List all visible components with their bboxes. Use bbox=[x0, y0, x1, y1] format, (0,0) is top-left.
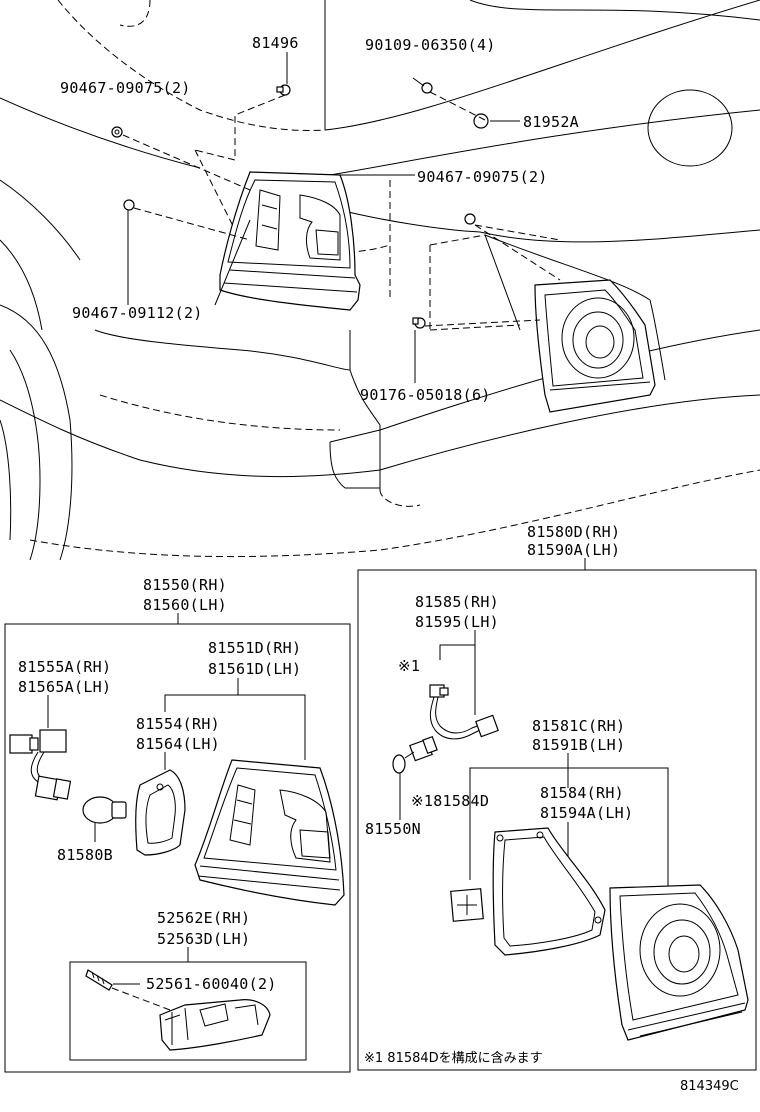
label-81564: 81564(LH) bbox=[136, 735, 220, 753]
tail-lamp-inner-81581c bbox=[609, 884, 749, 1041]
assembly-box-52562e bbox=[69, 961, 307, 1061]
label-81550n: 81550N bbox=[365, 820, 421, 838]
label-81561d: 81561D(LH) bbox=[208, 660, 301, 678]
label-81580b: 81580B bbox=[57, 846, 113, 864]
gasket-81584 bbox=[492, 827, 606, 956]
screw-52561 bbox=[85, 969, 113, 991]
footnote-81584d: ※1 81584Dを構成に含みます bbox=[364, 1050, 543, 1066]
bracket-52562e bbox=[159, 999, 271, 1051]
label-81565a: 81565A(LH) bbox=[18, 678, 111, 696]
socket-wire-81555a bbox=[9, 729, 72, 801]
screw-90109 bbox=[412, 77, 433, 94]
label-81590a: 81590A(LH) bbox=[527, 541, 620, 559]
label-90467-09075-a: 90467-09075(2) bbox=[60, 79, 191, 97]
label-52562e: 52562E(RH) bbox=[157, 909, 250, 927]
label-81584d: ※181584D bbox=[411, 792, 489, 810]
label-81594a: 81594A(LH) bbox=[540, 804, 633, 822]
label-52563d: 52563D(LH) bbox=[157, 930, 250, 948]
label-81585: 81585(RH) bbox=[415, 593, 499, 611]
vehicle-rear-body bbox=[0, 0, 760, 561]
label-81581c: 81581C(RH) bbox=[532, 717, 625, 735]
assembly-box-81580d bbox=[357, 569, 757, 1071]
tail-lamp-inner-installed bbox=[534, 279, 656, 413]
label-81580d: 81580D(RH) bbox=[527, 523, 620, 541]
label-52561-60040: 52561-60040(2) bbox=[146, 975, 277, 993]
tail-lamp-outer-installed bbox=[219, 171, 361, 311]
assembly-box-81550 bbox=[4, 623, 351, 1073]
socket-wire-81585 bbox=[392, 684, 499, 774]
label-81591b: 81591B(LH) bbox=[532, 736, 625, 754]
label-90176-05018: 90176-05018(6) bbox=[360, 386, 491, 404]
label-90109-06350: 90109-06350(4) bbox=[365, 36, 496, 54]
label-note-1: ※1 bbox=[398, 657, 420, 675]
label-90467-09075-b: 90467-09075(2) bbox=[417, 168, 548, 186]
label-81555a: 81555A(RH) bbox=[18, 658, 111, 676]
label-81560: 81560(LH) bbox=[143, 596, 227, 614]
label-81551d: 81551D(RH) bbox=[208, 639, 301, 657]
bulb-81580b bbox=[82, 796, 127, 842]
label-sticker-81584d bbox=[450, 888, 484, 922]
label-81554: 81554(RH) bbox=[136, 715, 220, 733]
tail-lamp-outer-81551d bbox=[194, 759, 345, 906]
clip-90176 bbox=[412, 317, 426, 329]
nut-90467-right bbox=[464, 213, 476, 225]
nut-90467-09112 bbox=[123, 199, 135, 211]
label-90467-09112: 90467-09112(2) bbox=[72, 304, 203, 322]
label-81496: 81496 bbox=[252, 34, 299, 52]
label-81584: 81584(RH) bbox=[540, 784, 624, 802]
figure-id: 814349C bbox=[680, 1079, 739, 1094]
label-81595: 81595(LH) bbox=[415, 613, 499, 631]
gasket-81554 bbox=[135, 769, 186, 856]
label-81952a: 81952A bbox=[523, 113, 579, 131]
nut-90467-upper bbox=[111, 126, 123, 138]
label-81550: 81550(RH) bbox=[143, 576, 227, 594]
clip-81496 bbox=[276, 84, 291, 96]
plug-81952a bbox=[473, 113, 489, 129]
